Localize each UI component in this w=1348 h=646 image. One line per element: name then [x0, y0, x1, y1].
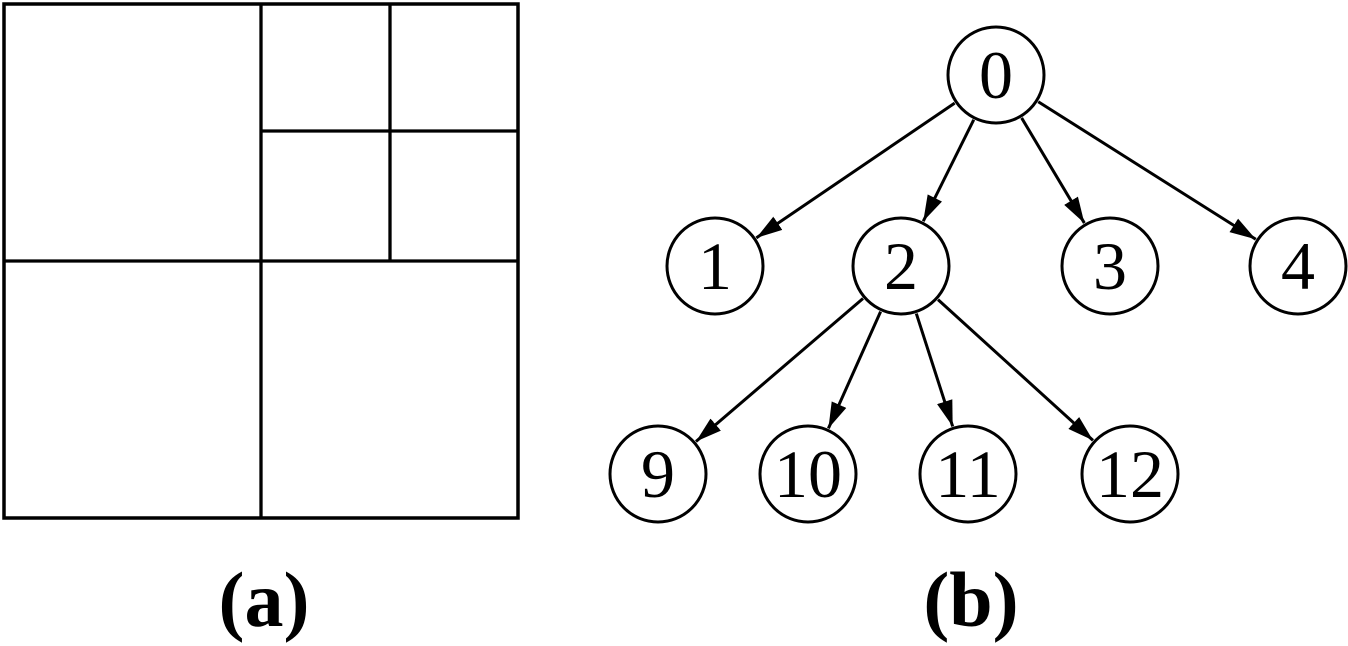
tree-node-label-3: 3 — [1093, 228, 1127, 304]
tree-node-12 — [1080, 424, 1180, 524]
panel-b-caption: (b) — [923, 556, 1019, 643]
tree-node-2 — [851, 216, 951, 316]
panel-a-quadtree-diagram — [2, 2, 520, 520]
tree-node-label-1: 1 — [698, 228, 732, 304]
tree-node-10 — [758, 424, 858, 524]
tree-node-1 — [665, 216, 765, 316]
tree-node-label-9: 9 — [641, 436, 675, 512]
tree-node-label-0: 0 — [979, 37, 1013, 113]
tree-edge-0-3 — [1020, 117, 1086, 224]
tree-node-label-10: 10 — [774, 436, 842, 512]
panel-a-caption: (a) — [218, 556, 310, 643]
tree-node-0 — [946, 25, 1046, 125]
tree-edge-0-4 — [1037, 100, 1257, 241]
tree-edge-2-10 — [827, 311, 882, 429]
tree-edge-2-12 — [937, 298, 1094, 442]
tree-node-label-2: 2 — [884, 228, 918, 304]
tree-node-9 — [608, 424, 708, 524]
tree-edge-0-2 — [921, 119, 976, 222]
tree-node-3 — [1060, 216, 1160, 316]
tree-node-label-4: 4 — [1281, 228, 1315, 304]
tree-node-11 — [918, 424, 1018, 524]
tree-node-label-11: 11 — [935, 436, 1000, 512]
tree-edge-2-11 — [914, 313, 955, 427]
tree-edge-0-1 — [755, 101, 956, 240]
tree-edge-2-9 — [695, 297, 864, 443]
tree-node-label-12: 12 — [1096, 436, 1164, 512]
tree-node-4 — [1248, 216, 1348, 316]
